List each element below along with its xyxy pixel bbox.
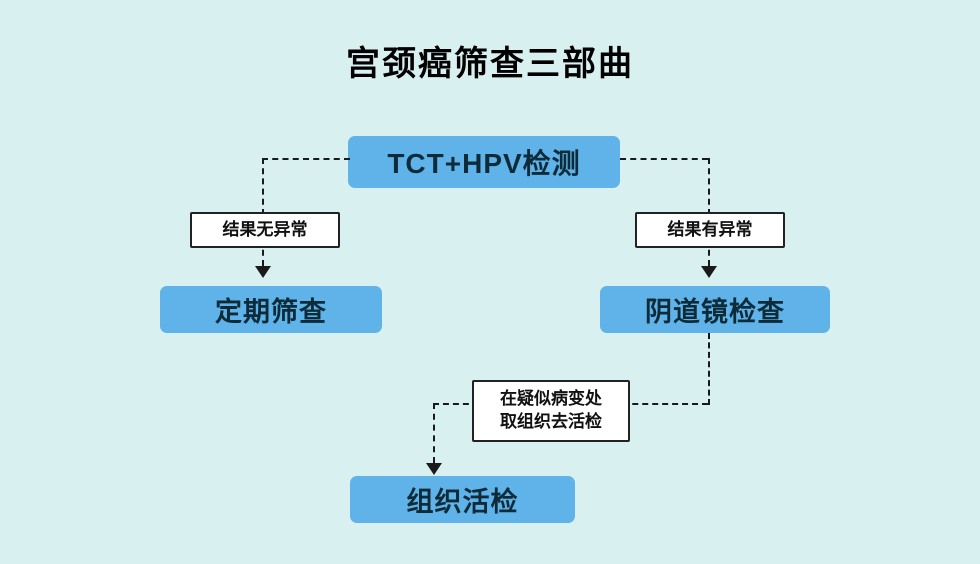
label-biopsy-note-line1: 在疑似病变处 — [500, 389, 602, 409]
label-result-abnormal: 结果有异常 — [635, 212, 785, 248]
connector-bottom-vertical-left — [433, 403, 435, 463]
label-biopsy-note-line2: 取组织去活检 — [500, 412, 602, 431]
connector-right-horizontal — [620, 158, 708, 160]
connector-left-horizontal — [262, 158, 350, 160]
arrow-down-icon — [701, 266, 717, 278]
node-colposcopy: 阴道镜检查 — [600, 286, 830, 333]
node-biopsy: 组织活检 — [350, 476, 575, 523]
label-result-abnormal-text: 结果有异常 — [667, 219, 753, 239]
node-regular-screening: 定期筛查 — [160, 286, 382, 333]
connector-bottom-vertical-right — [708, 333, 710, 405]
arrow-down-icon — [426, 463, 442, 475]
node-tct-hpv: TCT+HPV检测 — [348, 136, 620, 188]
arrow-down-icon — [255, 266, 271, 278]
label-result-normal: 结果无异常 — [190, 212, 340, 248]
label-result-normal-text: 结果无异常 — [222, 219, 308, 239]
label-biopsy-note: 在疑似病变处 取组织去活检 — [472, 380, 630, 442]
page-title: 宫颈癌筛查三部曲 — [346, 45, 634, 83]
